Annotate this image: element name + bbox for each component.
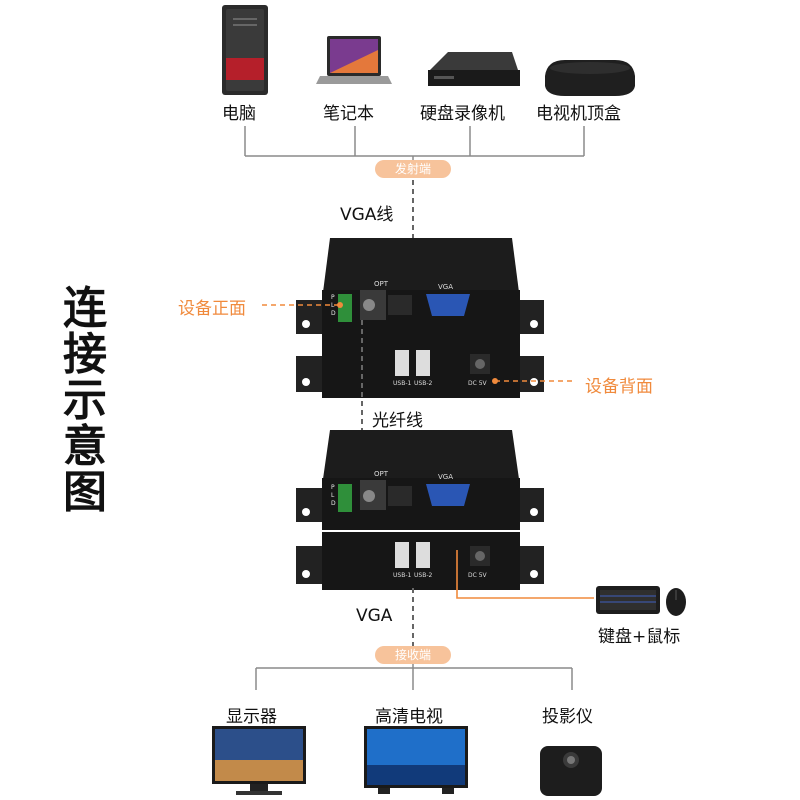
front-marker [337, 302, 343, 308]
source-label-laptop: 笔记本 [323, 104, 374, 124]
receiver-back [296, 532, 544, 590]
rx-usb1-label: USB-1 [393, 572, 412, 579]
rx-dc-label: DC 5V [468, 572, 487, 579]
dvr-icon [428, 52, 520, 86]
source-label-stb: 电视机顶盒 [536, 104, 621, 124]
led-p: P [331, 484, 335, 491]
title-char: 接 [63, 329, 107, 380]
tx-usb2-label: USB-2 [414, 380, 433, 387]
title-char: 示 [63, 375, 107, 426]
diagram-title-vertical: 连 接 示 意 图 [56, 286, 114, 516]
keyboard-icon [596, 586, 660, 614]
desktop-pc-icon [222, 5, 268, 95]
transmitter-back [296, 340, 544, 398]
source-bus-lines [244, 126, 585, 162]
tx-dc-label: DC 5V [468, 380, 487, 387]
front-label: 设备正面 [178, 299, 246, 319]
display-bus-lines [255, 664, 573, 690]
monitor-icon [212, 726, 306, 795]
source-label-dvr: 硬盘录像机 [420, 104, 505, 124]
keyboard-mouse-label: 键盘+鼠标 [598, 627, 681, 647]
source-label-pc: 电脑 [222, 104, 256, 124]
tx-led-labels: P L D [331, 294, 336, 318]
tx-usb1-label: USB-1 [393, 380, 412, 387]
annotation-lines [262, 304, 594, 599]
title-char: 意 [63, 421, 107, 472]
tx-opt-label: OPT [374, 280, 389, 288]
sender-pill: 发射端 [375, 160, 451, 178]
vga-cable-top-label: VGA线 [340, 205, 394, 225]
led-p: P [331, 294, 335, 301]
laptop-icon [316, 36, 392, 84]
rx-led-labels: P L D [331, 484, 336, 508]
fiber-cable-label: 光纤线 [372, 411, 423, 431]
title-char: 图 [63, 467, 107, 518]
led-l: L [331, 302, 335, 309]
rx-opt-label: OPT [374, 470, 389, 478]
mouse-icon [666, 588, 686, 616]
back-marker [492, 378, 498, 384]
projector-icon [540, 746, 602, 796]
display-label-projector: 投影仪 [542, 707, 593, 727]
hd-tv-icon [364, 726, 468, 794]
receiver-front [296, 430, 544, 530]
title-char: 连 [63, 283, 107, 334]
tx-vga-label: VGA [438, 283, 454, 291]
rx-vga-label: VGA [438, 473, 454, 481]
display-label-monitor: 显示器 [226, 707, 277, 727]
transmitter-front [296, 238, 544, 342]
led-d: D [331, 500, 336, 507]
rx-usb2-label: USB-2 [414, 572, 433, 579]
set-top-box-icon [545, 60, 635, 96]
display-label-tv: 高清电视 [375, 707, 443, 727]
receiver-pill: 接收端 [375, 646, 451, 664]
vga-cable-bottom-label: VGA [356, 606, 393, 626]
back-label: 设备背面 [585, 377, 653, 397]
led-l: L [331, 492, 335, 499]
led-d: D [331, 310, 336, 317]
